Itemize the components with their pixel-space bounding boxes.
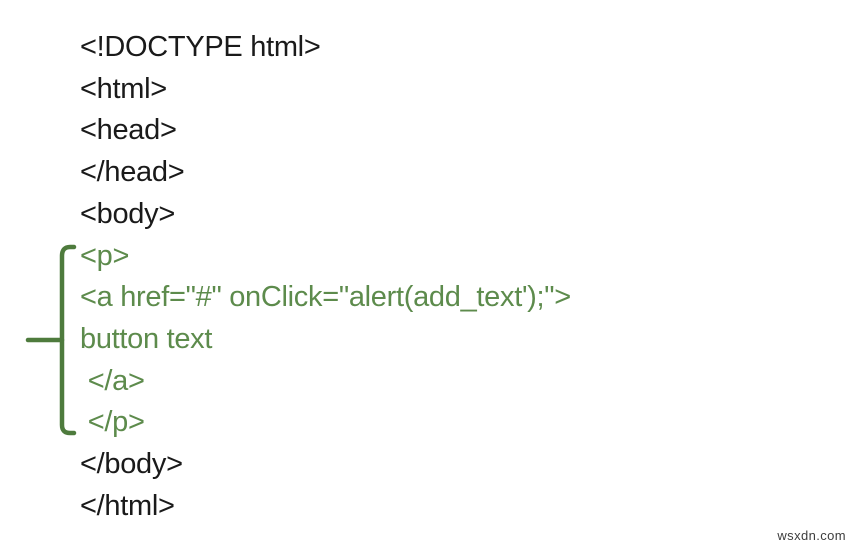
code-block: <!DOCTYPE html> <html> <head> </head> <b… (80, 27, 571, 527)
code-line: </html> (80, 489, 175, 522)
code-line-highlighted: <a href="#" onClick="alert(add_text');"> (80, 281, 571, 314)
code-line: </body> (80, 448, 183, 481)
code-line: </head> (80, 156, 185, 189)
group-brace-icon (25, 244, 77, 436)
code-line: <body> (80, 197, 175, 230)
code-line: <html> (80, 72, 167, 105)
code-line-highlighted: button text (80, 322, 213, 355)
code-line: <!DOCTYPE html> (80, 31, 321, 63)
watermark: wsxdn.com (777, 528, 846, 543)
code-line-highlighted: </a> (80, 364, 145, 397)
code-line-highlighted: </p> (80, 406, 145, 439)
code-line: <head> (80, 114, 177, 147)
code-line-highlighted: <p> (80, 239, 130, 272)
